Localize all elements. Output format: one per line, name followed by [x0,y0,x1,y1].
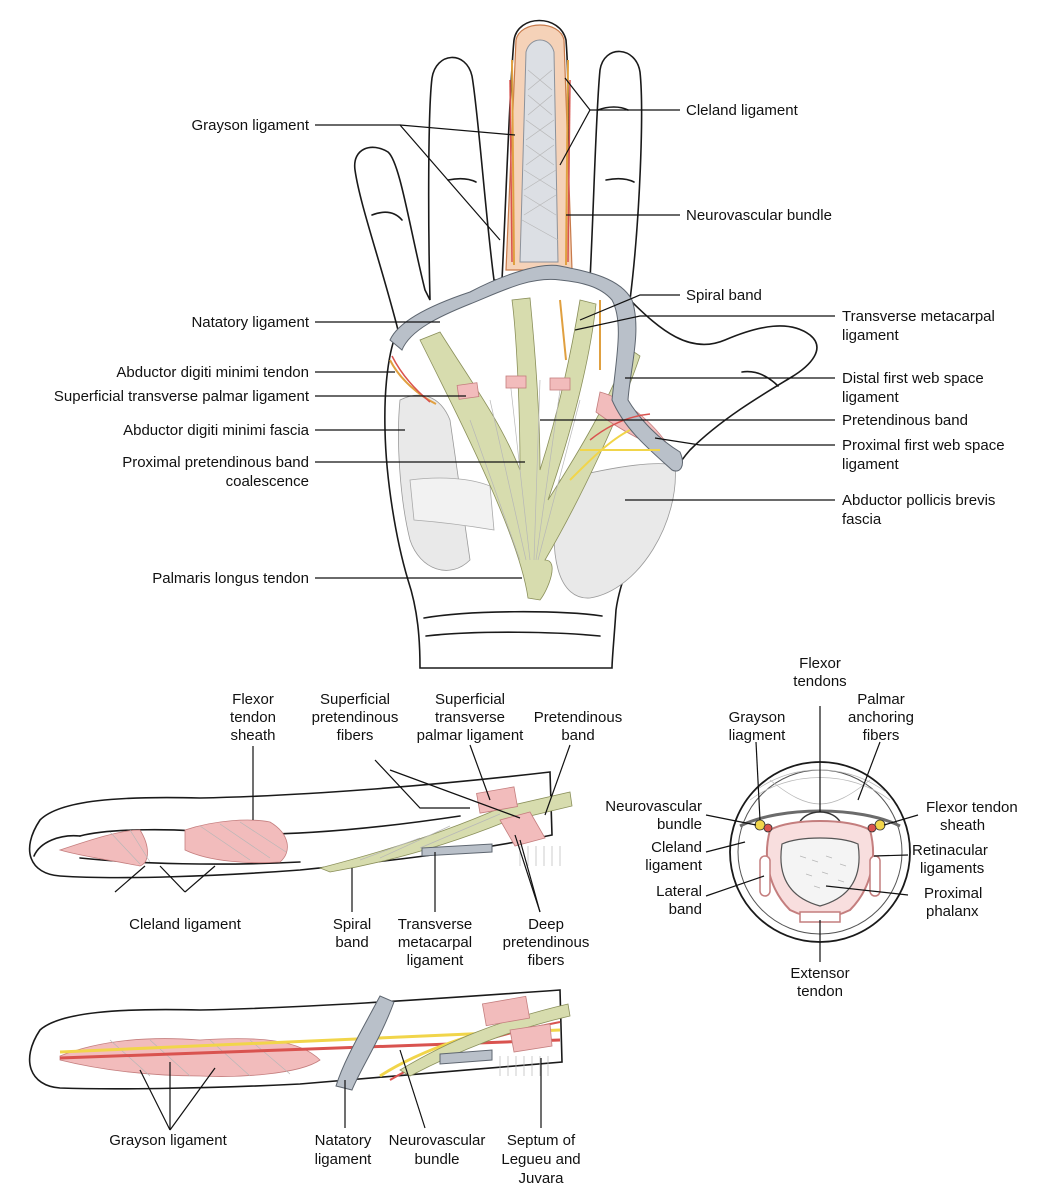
label-grayson-lower: Grayson ligament [109,1132,227,1149]
label-superficial-tpl: Superficial transverse palmar ligament [54,388,310,405]
label-abductor-dm-tendon: Abductor digiti minimi tendon [116,364,309,381]
top-labels: Grayson ligament Cleland ligament Neurov… [54,102,1005,587]
label-palmaris-longus: Palmaris longus tendon [152,570,309,587]
label-transverse-metacarpal-2: ligament [842,327,900,344]
label-distal-fws-2: ligament [842,389,900,406]
label-transverse-metacarpal-1: Transverse metacarpal [842,308,995,325]
label-distal-fws-1: Distal first web space [842,370,984,387]
label-pretendinous-band: Pretendinous band [842,412,968,429]
label-abductor-dm-fascia: Abductor digiti minimi fascia [123,422,310,439]
label-apb-fascia-1: Abductor pollicis brevis [842,492,995,509]
label-proximal-fws-2: ligament [842,456,900,473]
top-leader-lines [315,77,835,579]
label-grayson-ligament: Grayson ligament [191,117,309,134]
finger-lateral-upper [28,771,573,879]
cross-section [729,761,911,943]
label-spiral-band: Spiral band [686,287,762,304]
label-proximal-pbc-2: coalescence [226,473,309,490]
finger-lower-leaders [139,1049,542,1131]
hand-illustration [354,19,818,669]
label-neurovascular-bundle: Neurovascular bundle [686,207,832,224]
label-cleland-ligament: Cleland ligament [686,102,799,119]
label-apb-fascia-2: fascia [842,511,882,528]
label-proximal-pbc-1: Proximal pretendinous band [122,454,309,471]
finger-lateral-lower [28,989,571,1091]
label-cleland-finger: Cleland ligament [129,916,242,933]
label-natatory-ligament: Natatory ligament [191,314,309,331]
label-proximal-fws-1: Proximal first web space [842,437,1005,454]
cross-section-leaders [705,706,919,962]
finger-upper-leaders [114,744,571,913]
